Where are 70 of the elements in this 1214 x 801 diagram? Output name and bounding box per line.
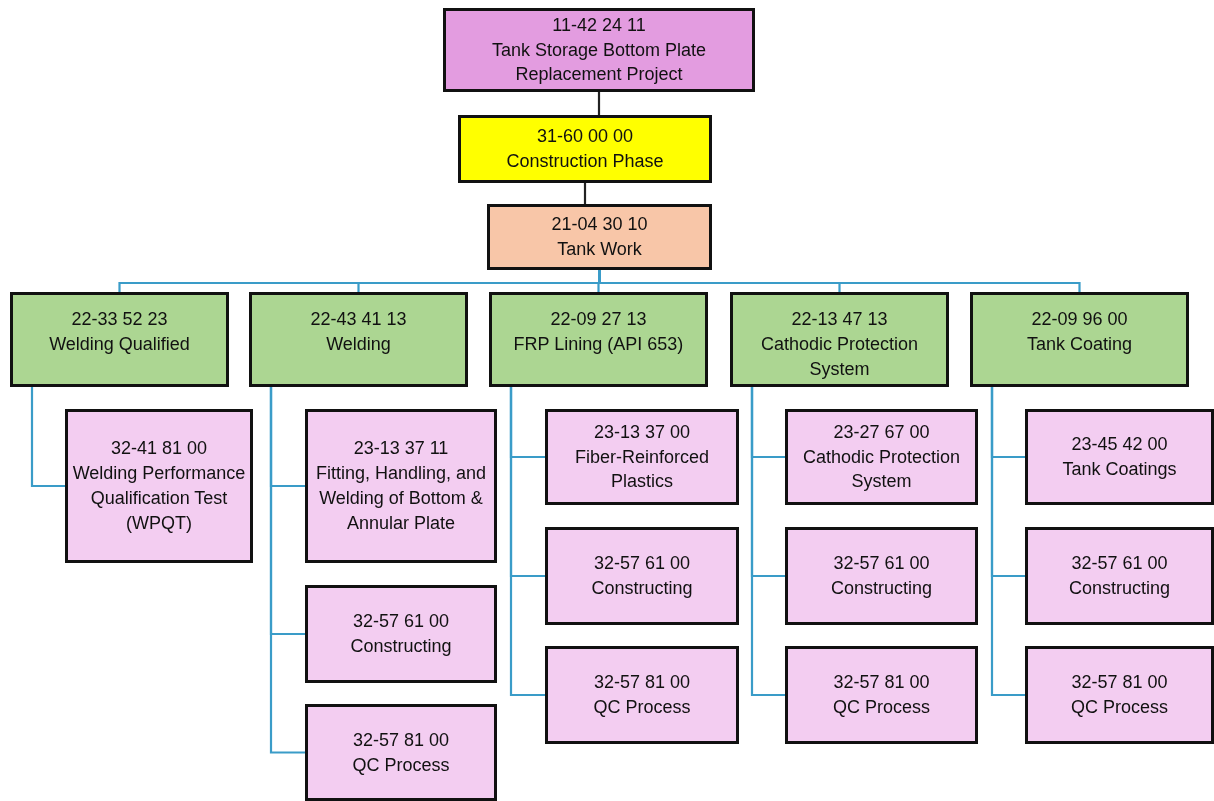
wbs-box [305,704,497,801]
node-title: Welding Performance Qualification Test (WPQT) [72,462,246,535]
wbs-box [65,409,253,563]
node-title: Welding Qualified [48,332,191,356]
code-number: 32-57 81 00 [351,728,451,752]
code-number: 23-45 42 00 [1070,433,1169,457]
wbs-box [970,292,1189,387]
code-number: 32-57 61 00 [592,552,692,576]
code-number: 23-27 67 00 [832,420,931,444]
connector-line [509,387,545,697]
wbs-box [785,527,978,625]
connector-line [269,387,305,754]
wbs-box [458,115,712,183]
code-number: 32-57 81 00 [1070,671,1169,695]
node-title: QC Process [592,696,692,719]
node-title: Constructing [590,577,694,600]
wbs-box [1025,646,1214,744]
code-number: 22-13 47 13 [790,308,889,331]
connector-line [597,92,601,115]
code-number: 32-57 61 00 [1070,552,1169,576]
wbs-box [785,646,978,744]
code-number: 32-57 81 00 [832,671,931,695]
node-title: Cathodic Protection System [801,445,962,494]
node-title: QC Process [832,696,931,719]
wbs-box [1025,409,1214,505]
wbs-box [545,527,739,625]
node-title: Welding [325,332,392,356]
node-title: Tank Coating [1025,332,1134,356]
wbs-box [443,8,755,92]
wbs-box [1025,527,1214,625]
code-number: 23-13 37 11 [352,437,450,461]
node-title: FRP Lining (API 653) [512,332,685,356]
node-title: Constructing [1067,577,1172,600]
node-title: Constructing [829,577,934,600]
node-title: Tank Storage Bottom Plate Replacement Project [490,38,708,87]
wbs-box [249,292,468,387]
wbs-box [785,409,978,505]
connector-line [30,387,65,488]
connector-line [750,387,785,697]
wbs-box [305,409,497,563]
wbs-box [487,204,712,270]
code-number: 32-57 61 00 [351,610,451,634]
node-title: Construction Phase [505,150,665,173]
code-number: 21-04 30 10 [550,213,649,237]
connector-line [583,183,587,204]
wbs-box [489,292,708,387]
code-number: 22-09 96 00 [1030,308,1129,331]
code-number: 32-41 81 00 [109,437,209,461]
node-title: Fitting, Handling, and Welding of Bottom & Annular Plate [314,462,488,535]
code-number: 22-43 41 13 [309,308,408,331]
wbs-box [10,292,229,387]
code-number: 11-42 24 11 [551,13,647,37]
wbs-box [545,409,739,505]
connector-line [990,387,1025,697]
node-title: Fiber-Reinforced Plastics [573,445,711,494]
node-title: Tank Coatings [1061,458,1178,481]
node-title: QC Process [351,753,451,777]
wbs-box [730,292,949,387]
code-number: 22-09 27 13 [549,308,648,331]
wbs-box [305,585,497,683]
code-number: 32-57 61 00 [832,552,931,576]
code-number: 32-57 81 00 [592,671,692,695]
code-number: 22-33 52 23 [70,308,169,331]
node-title: Constructing [349,635,453,658]
node-title: Cathodic Protection System [759,332,920,381]
code-number: 31-60 00 00 [535,125,635,149]
wbs-box [545,646,739,744]
node-title: QC Process [1070,696,1169,719]
node-title: Tank Work [556,238,643,261]
code-number: 23-13 37 00 [592,420,692,444]
